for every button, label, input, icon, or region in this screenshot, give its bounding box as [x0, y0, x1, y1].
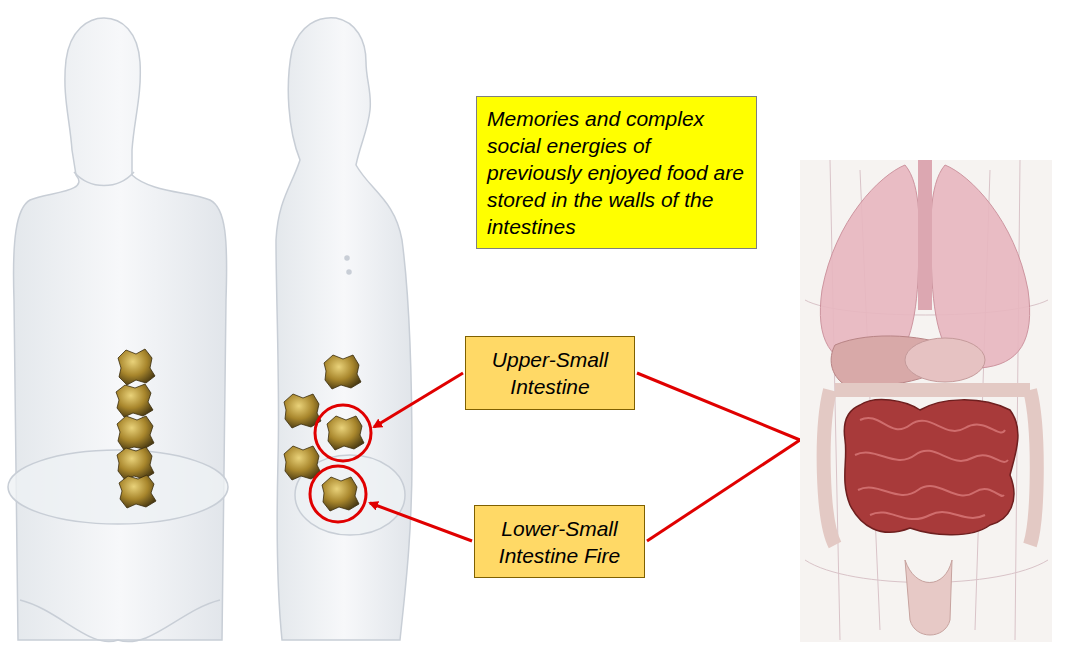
leader-arrow	[370, 503, 472, 541]
side-figure	[276, 18, 412, 640]
leader-arrow	[374, 373, 463, 427]
leader-line	[647, 440, 800, 541]
box-text: Memories and complex social energies of …	[487, 105, 746, 240]
box-text: Upper-Small Intestine	[474, 346, 626, 400]
box-text: Lower-Small Intestine Fire	[483, 515, 636, 569]
highlight-circle	[315, 405, 371, 461]
label-box: Lower-Small Intestine Fire	[474, 505, 645, 578]
note-box: Memories and complex social energies of …	[476, 96, 757, 249]
anatomy-illustration	[800, 160, 1052, 642]
front-figure	[8, 18, 228, 642]
leader-line	[637, 373, 800, 440]
highlight-circle	[310, 466, 366, 522]
label-box: Upper-Small Intestine	[465, 336, 635, 410]
energy-blobs	[116, 349, 364, 511]
